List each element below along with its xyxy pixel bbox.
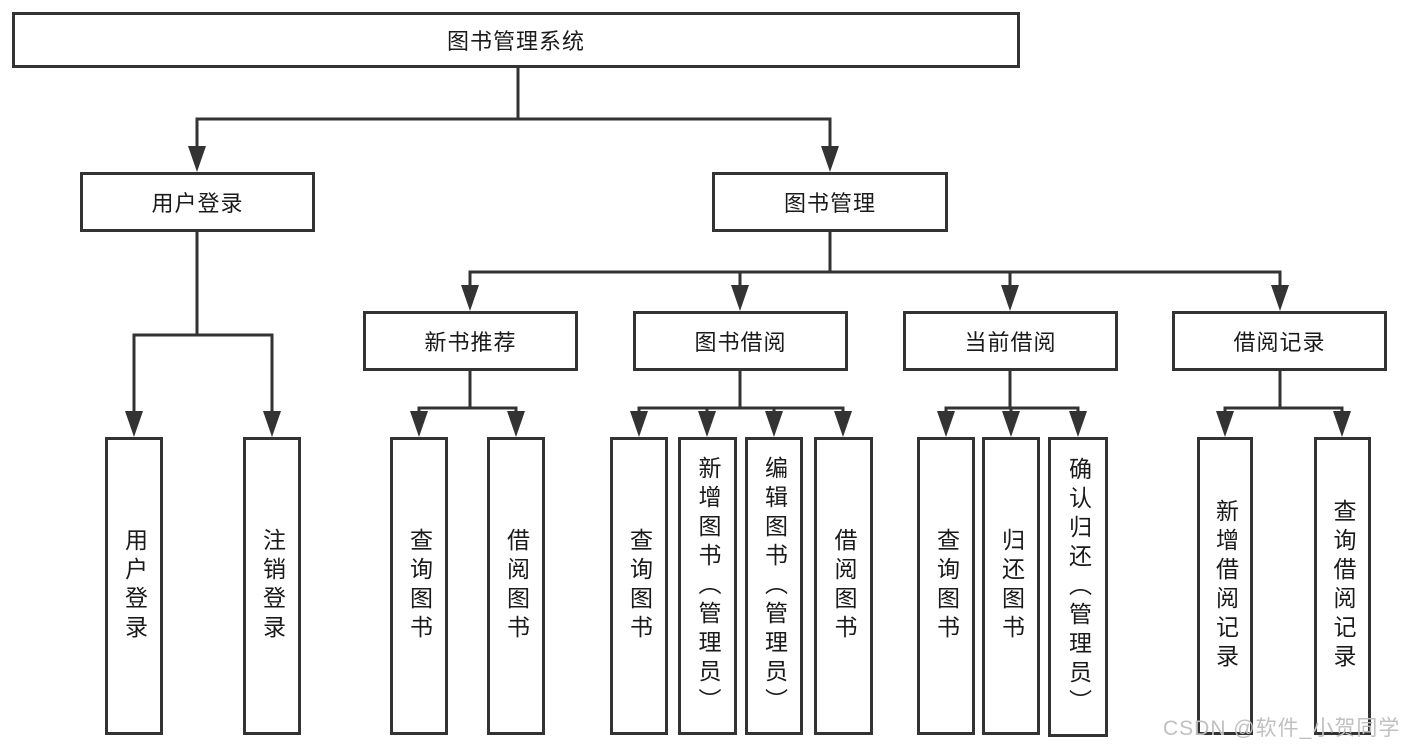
leaf-query-books-recommend: 查询图书 bbox=[390, 437, 448, 735]
leaf-query-books-current: 查询图书 bbox=[917, 437, 975, 735]
node-borrow-records: 借阅记录 bbox=[1172, 311, 1387, 371]
node-current-borrow: 当前借阅 bbox=[903, 311, 1118, 371]
leaf-query-borrow-record: 查询借阅记录 bbox=[1314, 437, 1371, 735]
node-book-borrow: 图书借阅 bbox=[633, 311, 848, 371]
leaf-return-books: 归还图书 bbox=[982, 437, 1040, 735]
leaf-borrow-books: 借阅图书 bbox=[814, 437, 873, 735]
leaf-confirm-return-admin: 确认归还（管理员） bbox=[1048, 437, 1108, 737]
leaf-logout: 注销登录 bbox=[243, 437, 301, 735]
leaf-add-book-admin: 新增图书（管理员） bbox=[678, 437, 737, 735]
leaf-add-borrow-record: 新增借阅记录 bbox=[1197, 437, 1253, 735]
csdn-watermark: CSDN @软件_小贺同学 bbox=[1163, 717, 1401, 740]
leaf-borrow-books-recommend: 借阅图书 bbox=[487, 437, 545, 735]
node-book-management: 图书管理 bbox=[712, 172, 948, 232]
leaf-edit-book-admin: 编辑图书（管理员） bbox=[745, 437, 803, 735]
node-new-book-recommend: 新书推荐 bbox=[363, 311, 578, 371]
node-user-login: 用户登录 bbox=[80, 172, 315, 232]
leaf-user-login: 用户登录 bbox=[105, 437, 163, 735]
leaf-query-books-borrow: 查询图书 bbox=[610, 437, 668, 735]
node-root: 图书管理系统 bbox=[12, 12, 1020, 68]
